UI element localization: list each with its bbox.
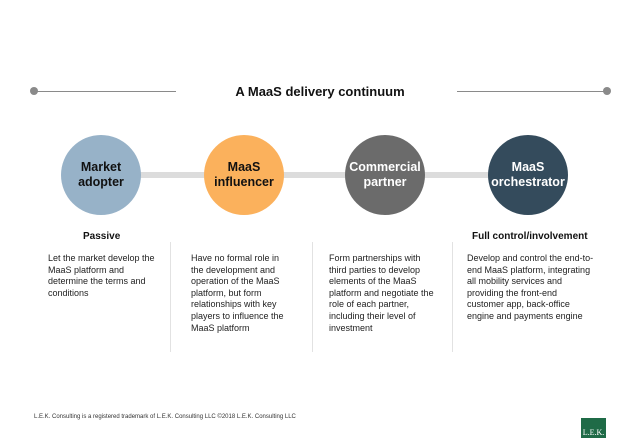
description-line: role of each partner, — [329, 299, 410, 310]
stage-label-line: influencer — [214, 175, 274, 189]
stage-label-line: orchestrator — [491, 175, 565, 189]
description-line: third parties to develop — [329, 264, 421, 275]
description-line: platform, but form — [191, 287, 262, 298]
column-divider — [170, 242, 171, 352]
stage-label-line: adopter — [78, 175, 124, 189]
page-title: A MaaS delivery continuum — [235, 84, 405, 99]
description-line: Have no formal role in — [191, 253, 280, 263]
description-line: Form partnerships with — [329, 253, 421, 263]
stage-label-line: partner — [363, 175, 407, 189]
footer-copyright: L.E.K. Consulting is a registered tradem… — [34, 414, 296, 420]
stage-label-line: MaaS — [227, 160, 261, 174]
description-line: players to influence the — [191, 310, 284, 321]
description-line: platform and negotiate the — [329, 287, 434, 298]
description-line: providing the front-end — [467, 287, 558, 298]
description-line: MaaS platform — [191, 322, 250, 333]
description-line: determine the terms and — [48, 276, 146, 287]
description-commercial-partner: Form partnerships with third parties to … — [329, 253, 434, 334]
description-line: Let the market develop the — [48, 253, 155, 263]
description-market-adopter: Let the market develop the MaaS platform… — [48, 253, 155, 299]
continuum-track — [100, 172, 530, 178]
title-rule-right-dot — [603, 87, 611, 95]
stage-circle-maas-orchestrator: MaaS orchestrator — [488, 135, 568, 215]
description-line: investment — [329, 322, 373, 333]
description-line: operation of the MaaS — [191, 276, 280, 287]
stage-label-line: Market — [80, 160, 122, 174]
description-line: relationships with key — [191, 299, 277, 310]
description-line: engine and payments engine — [467, 310, 583, 321]
description-maas-orchestrator: Develop and control the end-to- end MaaS… — [467, 253, 593, 323]
description-line: all mobility services and — [467, 276, 563, 287]
title-rule-right — [457, 91, 605, 92]
stage-label-line: Commercial — [349, 160, 421, 174]
description-line: elements of the MaaS — [329, 276, 417, 287]
description-line: Develop and control the end-to- — [467, 253, 594, 263]
description-line: including their level of — [329, 310, 416, 321]
scale-left-label: Passive — [83, 231, 121, 242]
column-divider — [312, 242, 313, 352]
description-line: customer app, back-office — [467, 299, 570, 310]
title-rule-left — [34, 91, 176, 92]
description-maas-influencer: Have no formal role in the development a… — [191, 253, 284, 334]
description-line: end MaaS platform, integrating — [467, 264, 591, 275]
stage-circle-commercial-partner: Commercial partner — [345, 135, 425, 215]
description-line: conditions — [48, 287, 89, 298]
stage-circle-market-adopter: Market adopter — [61, 135, 141, 215]
scale-right-label: Full control/involvement — [472, 231, 588, 242]
description-line: MaaS platform and — [48, 264, 125, 275]
lek-logo: L.E.K. — [581, 418, 606, 438]
stage-circle-maas-influencer: MaaS influencer — [204, 135, 284, 215]
column-divider — [452, 242, 453, 352]
description-line: the development and — [191, 264, 276, 275]
stage-label-line: MaaS — [511, 160, 545, 174]
